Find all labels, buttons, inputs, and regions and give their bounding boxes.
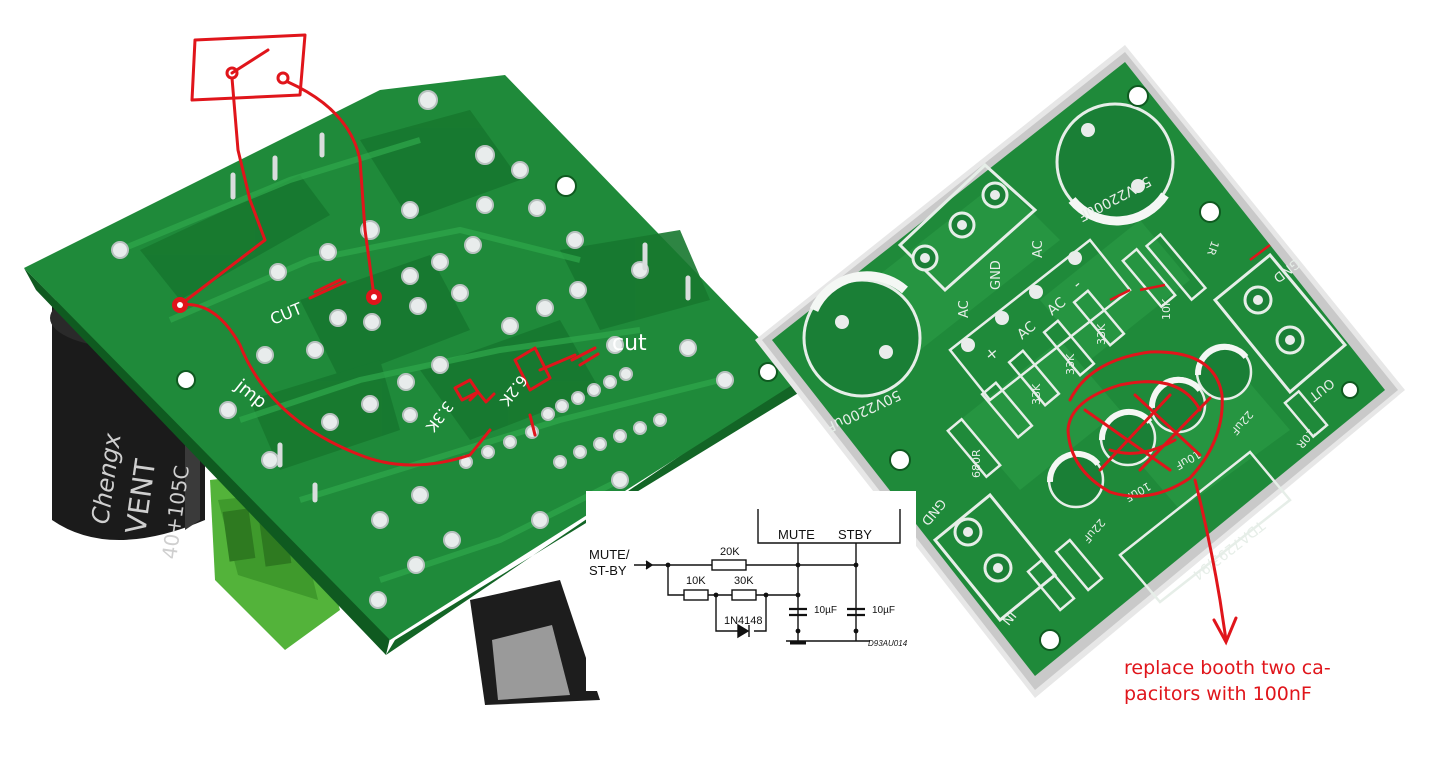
schem-diode-label: 1N4148 [724, 615, 763, 627]
switch-sketch [190, 33, 307, 102]
terminal-ac-gnd-ac: AC GND AC [897, 162, 1046, 318]
schem-input-line2: ST-BY [589, 563, 627, 578]
left-solder-pads [111, 90, 734, 609]
resistor-3k3-sketch [468, 390, 496, 404]
note-line-2: pacitors with 100nF [1124, 683, 1312, 705]
arrow-to-note [1193, 478, 1228, 642]
schematic-wiring [634, 509, 901, 645]
schem-r-10k: 10K [686, 575, 706, 587]
schem-c1-label: 10µF [814, 605, 837, 616]
right-board-red-traces [1109, 244, 1271, 302]
resistor-outlines [946, 232, 1329, 612]
schem-r-20k: 20K [720, 546, 740, 558]
replace-capacitors-note: replace booth two ca- pacitors with 100n… [1124, 655, 1374, 707]
red-dots [172, 289, 382, 313]
schem-r-30k: 30K [734, 575, 754, 587]
cap-outline-left: 50V2200uF [802, 271, 922, 435]
silk-10k-a: 10K [1160, 298, 1173, 320]
silk-gnd-top: GND [989, 260, 1004, 290]
silk-ac1: AC [957, 300, 972, 318]
schem-c2-label: 10µF [872, 605, 895, 616]
switch-wire-left [178, 76, 267, 307]
schem-code: D93AU014 [868, 639, 908, 648]
resistor-6k2-sketch [513, 346, 552, 392]
silk-680r: 680R [970, 449, 983, 478]
silk-1r: 1R [1204, 239, 1221, 258]
cap-outline-top: 50V2200uF [1055, 102, 1175, 226]
silk-33k-c: 33K [1030, 383, 1043, 405]
silk-33k-b: 33K [1064, 353, 1077, 375]
label-cut-right: cut [612, 331, 647, 356]
switch-wire-right [286, 80, 376, 298]
capacitor-scribble [1066, 350, 1238, 646]
silk-ac2: AC [1031, 240, 1046, 258]
red-annotations [178, 33, 600, 467]
schem-stby-label: STBY [838, 527, 872, 542]
ic-pin-rows [459, 367, 667, 469]
note-line-1: replace booth two ca- [1124, 657, 1331, 679]
jumper-wire [178, 303, 492, 467]
schem-mute-label: MUTE [778, 527, 815, 542]
right-pcb-assembly: 50V2200uF 50V2200uF AC GND AC + AC [755, 45, 1405, 698]
silk-33k-a: 33K [1095, 323, 1108, 345]
schem-input-line1: MUTE/ [589, 547, 630, 562]
schematic-inset: MUTE STBY MUTE/ ST-BY 20K 10K 30K 1N4148… [586, 491, 916, 691]
